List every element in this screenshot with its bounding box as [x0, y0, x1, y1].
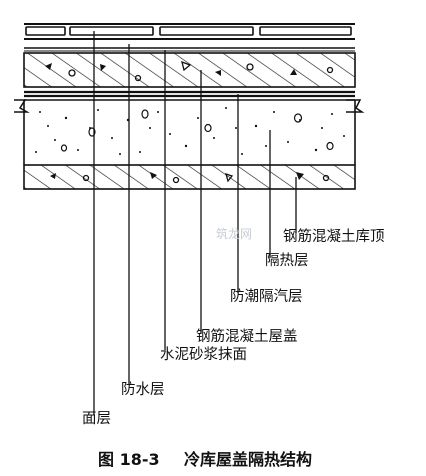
surface-layer — [24, 23, 355, 40]
vapor-barrier-layer — [24, 90, 355, 98]
section-layers — [14, 23, 365, 190]
label-mortar: 水泥砂浆抹面 — [160, 345, 247, 363]
label-insulation: 隔热层 — [265, 252, 309, 269]
right-break-mark — [346, 99, 365, 113]
waterproof-layer — [24, 47, 355, 52]
label-waterproof: 防水层 — [121, 381, 165, 398]
insulation-layer — [23, 99, 356, 165]
labels: 钢筋混凝土库顶 隔热层 防潮隔汽层 钢筋混凝土屋盖 水泥砂浆抹面 防水层 面层 — [82, 228, 385, 427]
watermark: 筑龙网 — [216, 226, 252, 241]
label-surface: 面层 — [82, 411, 111, 427]
caption-title: 冷库屋盖隔热结构 — [184, 450, 312, 469]
label-vapor-barrier: 防潮隔汽层 — [230, 288, 303, 305]
rc-roof-slab — [23, 164, 356, 190]
leader-lines — [93, 31, 297, 415]
figure-caption: 图 18-3 冷库屋盖隔热结构 — [98, 450, 312, 469]
label-rc-roof: 钢筋混凝土库顶 — [283, 228, 385, 245]
label-rc-cover: 钢筋混凝土屋盖 — [196, 328, 298, 345]
caption-number: 图 18-3 — [98, 450, 160, 469]
rc-cover-slab — [23, 52, 356, 88]
left-break-mark — [14, 99, 30, 113]
